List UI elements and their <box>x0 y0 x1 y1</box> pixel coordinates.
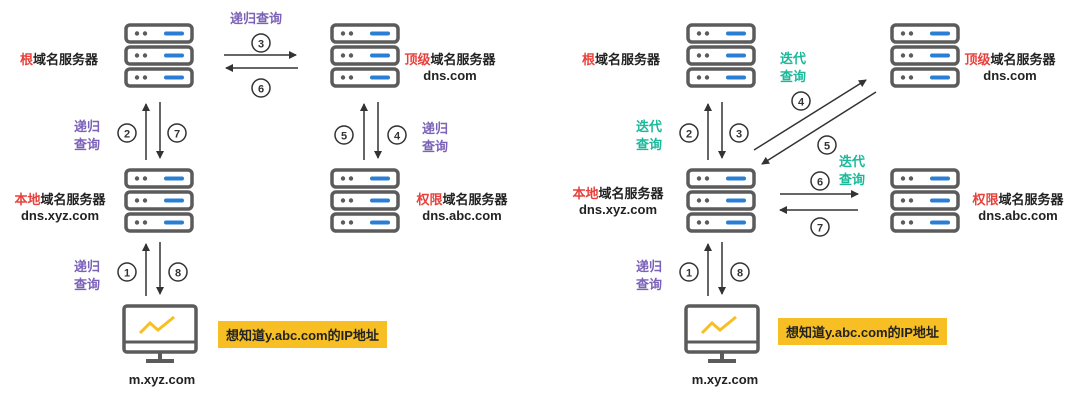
step-8b-num: 8 <box>737 268 743 280</box>
auth-server-icon <box>330 168 400 233</box>
query-note-left: 想知道y.abc.com的IP地址 <box>218 321 387 348</box>
step-3b-num: 3 <box>736 129 742 141</box>
step-3-num: 3 <box>258 39 264 51</box>
recursive-query-label-lower-2: 递归查询 <box>636 259 663 292</box>
client-label: m.xyz.com <box>128 372 196 387</box>
client-monitor-icon <box>122 304 198 363</box>
tld-server-icon <box>330 23 400 88</box>
recursive-query-label-right: 递归查询 <box>422 121 449 154</box>
step-4b-num: 4 <box>798 97 805 109</box>
step-5b-num: 5 <box>824 141 830 153</box>
step-2b-num: 2 <box>686 129 692 141</box>
iterative-query-label-left: 迭代查询 <box>636 119 663 152</box>
arrow-5b <box>761 91 877 165</box>
client-label-2: m.xyz.com <box>691 372 759 387</box>
root-server-label: 根域名服务器 <box>20 52 99 67</box>
arrow-4b <box>753 79 867 151</box>
query-note-right: 想知道y.abc.com的IP地址 <box>778 318 947 345</box>
step-4-num: 4 <box>394 131 401 143</box>
tld-server-icon-2 <box>890 23 960 88</box>
local-server-icon <box>124 168 194 233</box>
recursive-query-label-lower: 递归查询 <box>74 259 101 292</box>
auth-server-icon-2 <box>890 168 960 233</box>
step-1b-num: 1 <box>686 268 692 280</box>
step-8-num: 8 <box>175 268 181 280</box>
root-server-icon <box>124 23 194 88</box>
iterative-query-label-top: 迭代查询 <box>780 51 807 84</box>
step-1-num: 1 <box>124 268 130 280</box>
step-2-num: 2 <box>124 129 130 141</box>
step-7b-num: 7 <box>817 223 823 235</box>
recursive-query-label-top: 递归查询 <box>230 11 283 26</box>
recursive-query-label-upper: 递归查询 <box>74 119 101 152</box>
step-6b-num: 6 <box>817 177 823 189</box>
step-6-num: 6 <box>258 84 264 96</box>
root-server-icon-2 <box>686 23 756 88</box>
client-monitor-icon-2 <box>684 304 760 363</box>
local-server-icon-2 <box>686 168 756 233</box>
step-7-num: 7 <box>174 129 180 141</box>
root-server-label-2: 根域名服务器 <box>582 52 661 67</box>
iterative-query-label-mid: 迭代查询 <box>839 154 866 187</box>
step-5-num: 5 <box>341 131 347 143</box>
